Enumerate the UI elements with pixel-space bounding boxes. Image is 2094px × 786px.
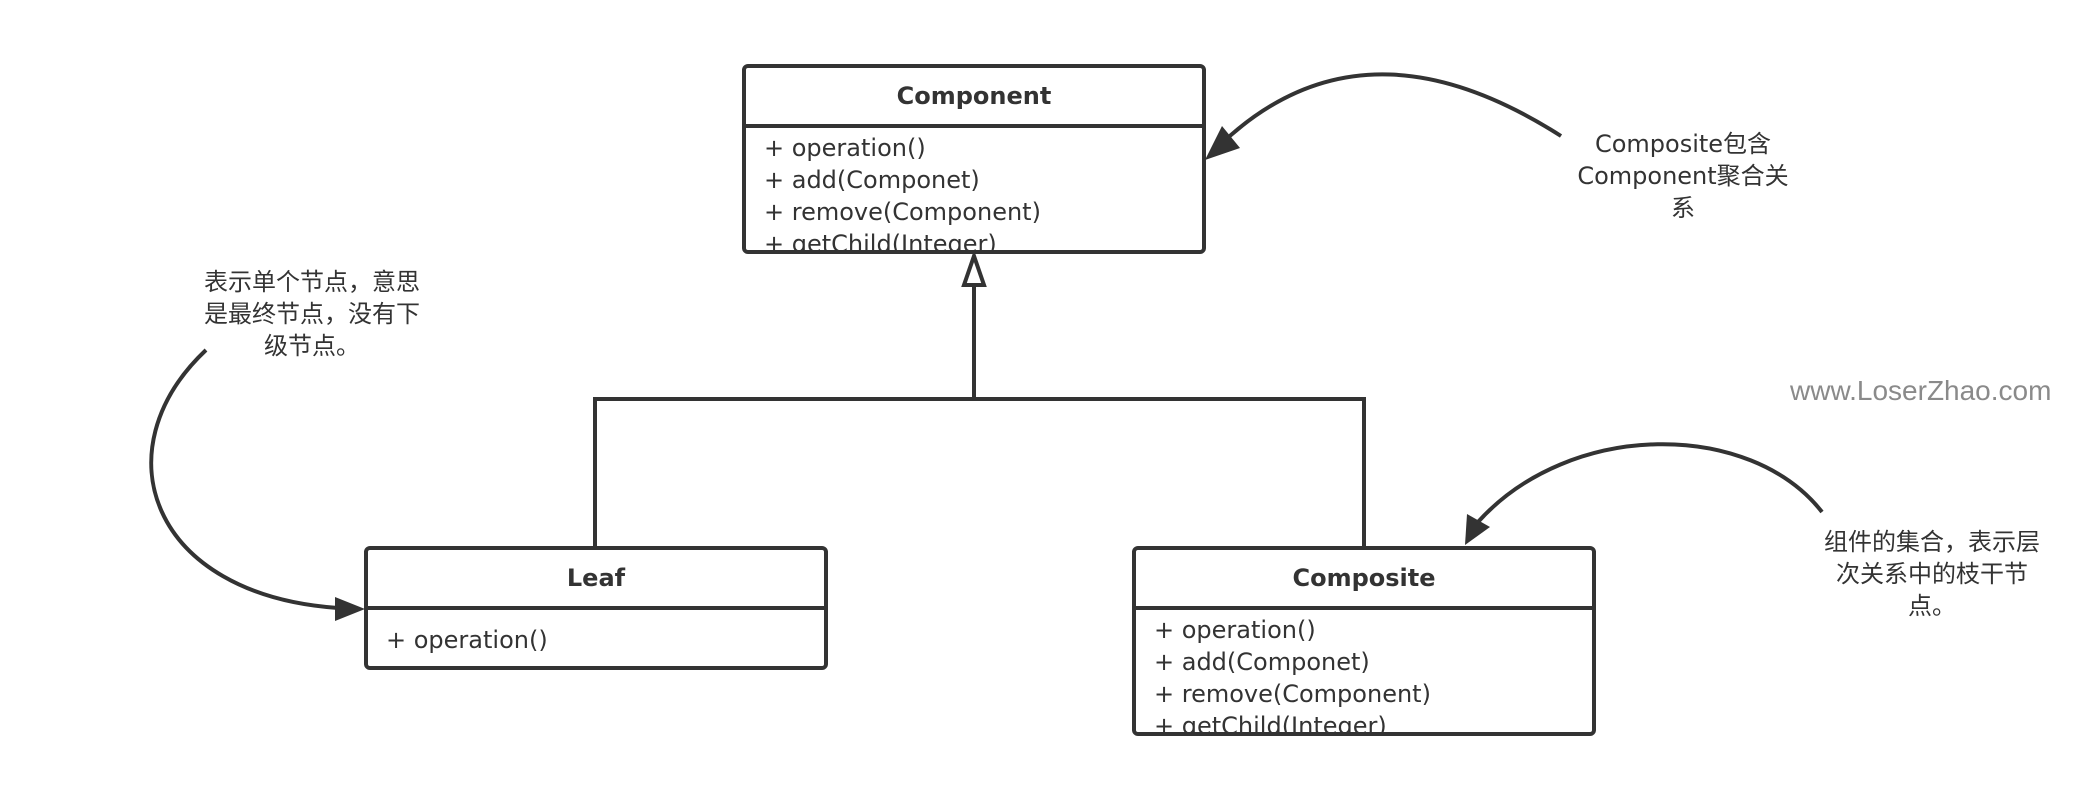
component-note-arrowhead-icon xyxy=(1205,126,1240,160)
component-note: Composite包含 Component聚合关 系 xyxy=(1545,128,1821,224)
component-note-line: Component聚合关 xyxy=(1577,162,1789,190)
composite-note-arrow xyxy=(1476,442,1824,524)
leaf-note-line: 级节点。 xyxy=(264,332,360,360)
composite-note-line: 组件的集合，表示层 xyxy=(1824,528,2040,556)
composite-note: 组件的集合，表示层 次关系中的枝干节 点。 xyxy=(1800,526,2064,622)
inheritance-branch-line xyxy=(593,397,1366,548)
component-method-operation: + operation() xyxy=(764,134,926,162)
composite-class[interactable]: Composite + operation() + add(Componet) … xyxy=(1132,546,1596,736)
leaf-class[interactable]: Leaf + operation() xyxy=(364,546,828,670)
component-class[interactable]: Component + operation() + add(Componet) … xyxy=(742,64,1206,254)
leaf-note-line: 是最终节点，没有下 xyxy=(204,300,420,328)
component-class-title: Component xyxy=(746,68,1202,128)
leaf-class-title: Leaf xyxy=(368,550,824,610)
composite-method-remove: + remove(Component) xyxy=(1154,680,1431,708)
component-class-methods: + operation() + add(Componet) + remove(C… xyxy=(746,128,1202,254)
component-note-line: Composite包含 xyxy=(1594,130,1772,158)
composite-method-getchild: + getChild(Integer) xyxy=(1154,712,1387,736)
composite-note-arrowhead-icon xyxy=(1465,514,1490,545)
leaf-note-arrow xyxy=(149,348,339,610)
watermark-text: www.LoserZhao.com xyxy=(1790,375,2052,406)
component-method-getchild: + getChild(Integer) xyxy=(764,230,997,254)
leaf-method-operation: + operation() xyxy=(386,626,548,654)
composite-method-add: + add(Componet) xyxy=(1154,648,1370,676)
component-method-remove: + remove(Component) xyxy=(764,198,1041,226)
leaf-note-line: 表示单个节点，意思 xyxy=(204,268,420,296)
component-note-arrow xyxy=(1218,72,1563,147)
component-note-line: 系 xyxy=(1671,194,1695,222)
composite-class-methods: + operation() + add(Componet) + remove(C… xyxy=(1136,610,1592,736)
inheritance-triangle-icon xyxy=(961,249,987,287)
composite-method-operation: + operation() xyxy=(1154,616,1316,644)
component-method-add: + add(Componet) xyxy=(764,166,980,194)
leaf-class-methods: + operation() xyxy=(368,610,824,656)
composite-class-title: Composite xyxy=(1136,550,1592,610)
composite-note-line: 点。 xyxy=(1908,592,1956,620)
leaf-note: 表示单个节点，意思 是最终节点，没有下 级节点。 xyxy=(180,266,444,362)
leaf-note-arrowhead-icon xyxy=(335,597,365,621)
composite-note-line: 次关系中的枝干节 xyxy=(1836,560,2028,588)
